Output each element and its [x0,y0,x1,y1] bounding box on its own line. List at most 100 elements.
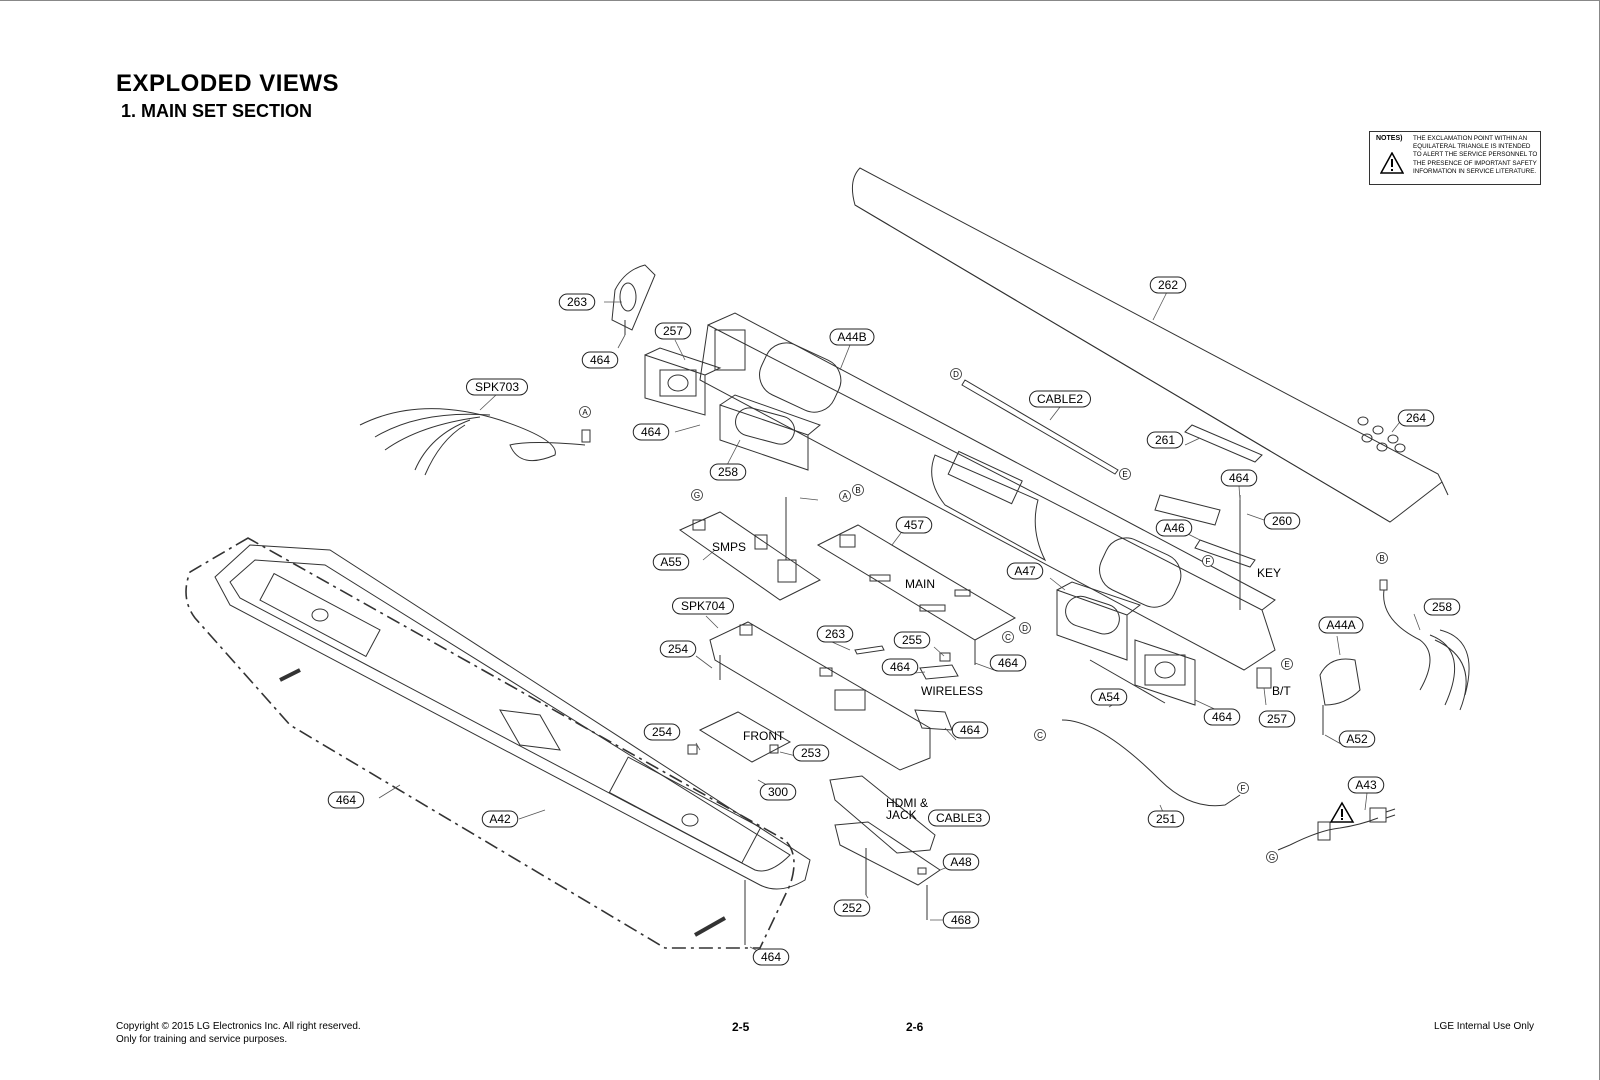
speaker-258-left-part [719,394,821,471]
callout-260: 260 [1263,512,1301,530]
callout-252: 252 [833,899,871,917]
label-hdmi-line1: HDMI & [886,796,928,810]
svg-text:D: D [953,370,959,379]
section-subtitle: 1. MAIN SET SECTION [121,101,313,121]
callout-oval [1397,409,1435,427]
spk703-wire-part [359,408,591,476]
connector-marker-d: D [1019,622,1031,634]
callout-oval [942,911,980,929]
smps-board-part [678,497,821,601]
callout-oval [1006,562,1044,580]
part-a55 [1194,539,1256,568]
callout-oval [659,640,697,658]
callout-label: 464 [336,793,356,807]
callout-a47: A47 [1006,562,1044,580]
callout-464-d: 464 [989,654,1027,672]
part-255 [854,645,885,655]
page-number-right: 2-6 [906,1020,924,1034]
callout-464-a: 464 [581,351,619,369]
callout-oval [632,423,670,441]
callout-oval [709,463,747,481]
callout-oval [752,948,790,966]
callout-a54: A54 [1090,688,1128,706]
callout-464-i: 464 [752,948,790,966]
callout-464-f: 464 [1203,708,1241,726]
callout-label: A48 [950,855,972,869]
callout-label: 254 [668,642,688,656]
label-front: FRONT [743,729,785,743]
notes-label: NOTES) [1376,135,1403,142]
callout-label: A54 [1098,690,1120,704]
callout-oval [829,328,875,346]
callout-464-b: 464 [632,423,670,441]
callout-254-b: 254 [643,723,681,741]
connector-marker-d: D [950,368,962,380]
svg-text:A: A [582,408,588,417]
connector-marker-a: A [579,406,591,418]
svg-text:D: D [1022,624,1028,633]
connector-marker-b: B [1376,552,1388,564]
a42-dashed-boundary [185,537,795,949]
callout-oval [1155,519,1193,537]
callout-254-a: 254 [659,640,697,658]
connector-marker-g: G [691,489,703,501]
callout-label: 254 [652,725,672,739]
callout-label: 264 [1406,411,1426,425]
callout-label: A55 [660,555,682,569]
callout-label: 464 [590,353,610,367]
callout-label: 464 [1229,471,1249,485]
callout-oval [1149,276,1187,294]
callout-oval [327,791,365,809]
svg-text:F: F [1241,784,1246,793]
callout-oval [1147,810,1185,828]
callout-464-g: 464 [951,721,989,739]
copyright-line2: Only for training and service purposes. [116,1034,288,1045]
callout-263-right: 263 [816,625,854,643]
speaker-258-right-part [1056,581,1142,661]
callout-464-e: 464 [881,658,919,676]
cable3-part [1061,719,1241,807]
callout-oval [1423,598,1461,616]
callout-a44a: A44A [1318,616,1364,634]
callout-262: 262 [1149,276,1187,294]
board-labels: SMPS MAIN KEY WIRELESS B/T FRONT HDMI & … [712,540,1291,822]
connector-marker-c: C [1002,631,1014,643]
callout-spk703: SPK703 [466,378,528,396]
bracket-263-top-part [611,264,656,335]
callout-label: 263 [567,295,587,309]
page-title: EXPLODED VIEWS [116,70,340,97]
label-main: MAIN [905,577,935,591]
callout-oval [558,293,596,311]
top-border [0,0,1600,1]
svg-text:B: B [1379,554,1384,563]
callout-label: 257 [663,324,683,338]
connector-marker-a: A [839,490,851,502]
base-a42-part [214,544,811,945]
main-chassis-part [699,312,1276,671]
callout-label: A47 [1014,564,1036,578]
callout-label: 300 [768,785,788,799]
callout-cable2: CABLE2 [1029,390,1091,408]
callout-label: 258 [718,465,738,479]
callout-label: 252 [842,901,862,915]
callout-258-left: 258 [709,463,747,481]
speaker-257-right-part [1089,639,1196,706]
callout-oval [989,654,1027,672]
callout-label: 251 [1156,812,1176,826]
callout-oval [759,783,797,801]
callout-263-top: 263 [558,293,596,311]
callout-label: A42 [489,812,511,826]
leader-lines [378,289,1421,958]
safety-notes-box: NOTES) THE EXCLAMATION POINT WITHIN AN E… [1369,131,1541,185]
label-wireless: WIRELESS [921,684,983,698]
callout-468: 468 [942,911,980,929]
callout-255: 255 [893,631,931,649]
callout-label: 263 [825,627,845,641]
cable2-part [961,379,1119,475]
bracket-263-right-part [1319,658,1361,706]
power-cord-part [1277,807,1396,851]
internal-use-label: LGE Internal Use Only [1434,1021,1535,1032]
callout-464-h: 464 [327,791,365,809]
callout-oval [581,351,619,369]
